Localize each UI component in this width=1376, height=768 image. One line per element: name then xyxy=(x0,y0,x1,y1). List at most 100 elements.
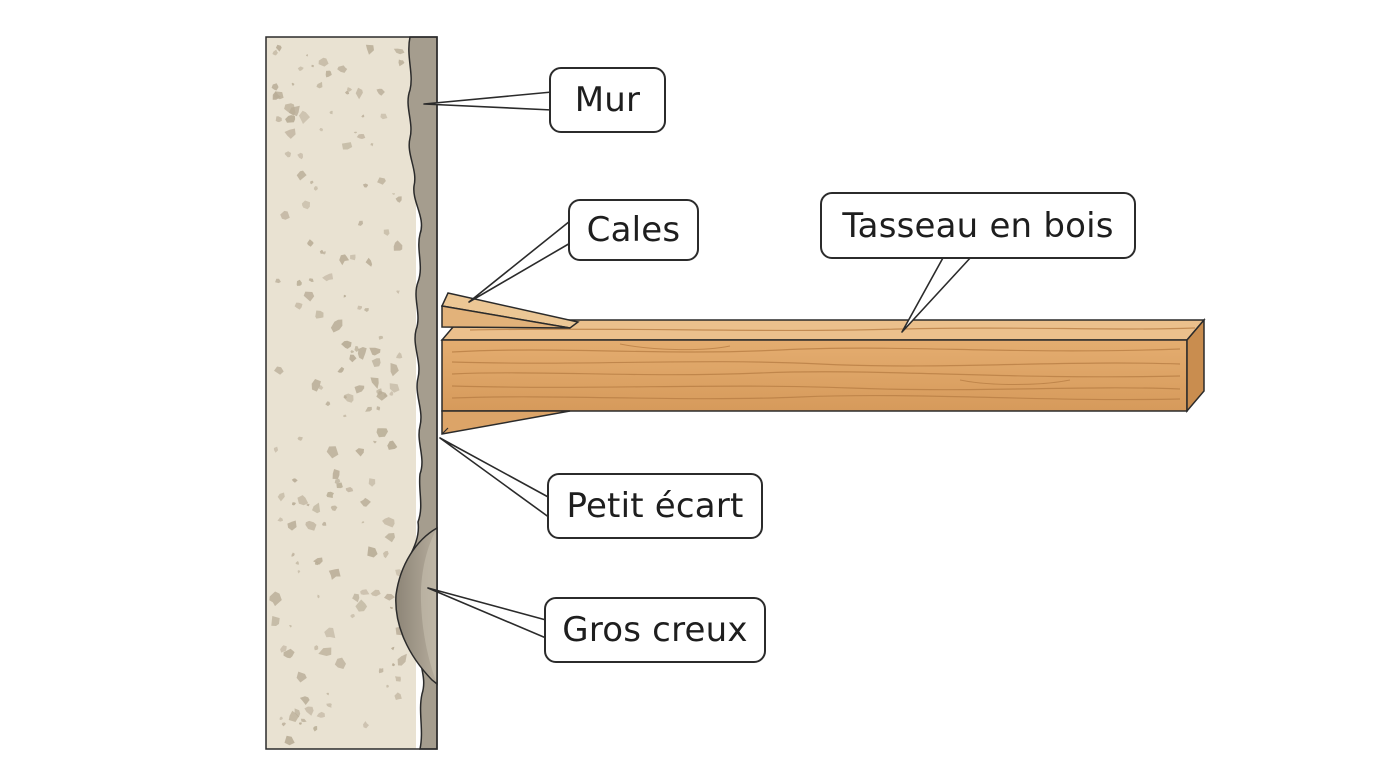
wall-speckle xyxy=(330,505,338,511)
wall-speckle xyxy=(343,395,347,399)
wall-speckle xyxy=(322,251,326,255)
wall-speckle xyxy=(354,385,365,394)
wall-speckle xyxy=(383,393,388,397)
wall-speckle xyxy=(284,128,296,139)
wall-speckle xyxy=(296,170,307,181)
wall-speckle xyxy=(389,391,394,396)
wall-speckle xyxy=(362,183,368,188)
wall-speckle xyxy=(376,406,381,411)
wall-speckle xyxy=(318,57,329,67)
upper-shim xyxy=(441,305,571,329)
wall-speckle xyxy=(346,87,353,92)
wall-speckle xyxy=(339,254,350,266)
wall-speckle xyxy=(356,134,366,139)
wall-speckle xyxy=(269,591,282,607)
wall-speckle xyxy=(284,735,295,746)
wall-speckle xyxy=(319,249,324,254)
wall-speckle xyxy=(324,627,336,639)
label-batten: Tasseau en bois xyxy=(820,192,1136,259)
wall-speckle xyxy=(364,308,369,312)
wall-speckle xyxy=(352,593,360,603)
wall-speckle xyxy=(319,128,323,132)
wall-speckle xyxy=(378,668,384,674)
wall-speckle xyxy=(311,379,321,392)
wall-speckle xyxy=(397,653,407,666)
wooden-batten xyxy=(440,317,1206,414)
wall-speckle xyxy=(341,340,352,349)
wall-speckle xyxy=(395,196,402,203)
label-shims: Cales xyxy=(568,199,699,261)
wall-speckle xyxy=(325,70,332,78)
wall-speckle xyxy=(393,240,403,251)
wall-speckle xyxy=(392,193,395,195)
wall-speckle xyxy=(275,278,281,284)
wall-speckle xyxy=(361,114,365,118)
wall-speckle xyxy=(273,446,279,453)
wall-speckle xyxy=(380,113,388,120)
wall-speckle xyxy=(287,520,297,531)
wall-speckle xyxy=(305,520,317,531)
wall-speckle xyxy=(277,492,285,502)
wall-speckle xyxy=(371,358,381,367)
pointer-wall xyxy=(423,91,553,111)
label-wall: Mur xyxy=(549,67,666,133)
wall-speckle xyxy=(275,116,282,123)
wall-speckle xyxy=(316,711,325,718)
pointer-small-gap xyxy=(439,437,551,519)
wall-speckle xyxy=(313,186,318,191)
wall-speckle xyxy=(357,347,367,360)
wall-speckle xyxy=(279,716,283,720)
wall-speckle xyxy=(391,663,396,667)
wall-speckle xyxy=(272,49,278,56)
wall-speckle xyxy=(315,310,324,319)
wall-speckle xyxy=(395,676,401,682)
wall-speckle xyxy=(271,83,279,91)
wall-speckle xyxy=(365,406,372,412)
wall-speckle xyxy=(291,552,295,557)
wall-speckle xyxy=(365,44,374,55)
wall-speckle xyxy=(354,346,360,352)
wall-speckle xyxy=(391,646,395,651)
wall-speckle xyxy=(322,521,327,526)
wall-speckle xyxy=(271,616,280,626)
wall-speckle xyxy=(363,721,369,729)
wall-speckle xyxy=(305,54,308,57)
wall-speckle xyxy=(383,229,390,236)
wall-speckle xyxy=(349,354,357,363)
wall-speckle xyxy=(389,383,400,393)
wall-speckle xyxy=(319,384,324,390)
wall-body xyxy=(266,37,416,749)
wall-speckle xyxy=(387,440,398,450)
wall-speckle xyxy=(398,59,405,67)
wall-speckle xyxy=(378,335,384,340)
wall-speckle xyxy=(368,478,376,487)
wall-speckle xyxy=(294,708,301,718)
wall-outline xyxy=(265,36,438,750)
batten-end-face xyxy=(1186,317,1205,414)
wall-speckle xyxy=(301,200,310,210)
wall-speckle xyxy=(357,305,362,310)
wall-speckle xyxy=(308,278,314,282)
wall-speckle xyxy=(383,550,389,559)
wall-speckle xyxy=(296,279,302,286)
wall-speckle xyxy=(274,91,284,100)
wall-speckle xyxy=(280,210,290,220)
wall-speckle xyxy=(326,703,332,708)
wall-speckle xyxy=(275,44,282,52)
wall-speckle xyxy=(317,594,320,599)
wall-speckle xyxy=(369,347,381,356)
wall-speckle xyxy=(274,366,284,375)
wall-speckle xyxy=(313,557,323,565)
wall-speckle xyxy=(370,589,381,597)
label-small-gap: Petit écart xyxy=(547,473,763,539)
wall-speckle xyxy=(361,521,365,524)
wall-speckle xyxy=(314,645,319,651)
wall-speckle xyxy=(310,180,314,185)
wall-speckle xyxy=(350,254,356,261)
wall-speckle xyxy=(353,131,357,134)
wall-speckle xyxy=(377,177,386,185)
wall-speckle xyxy=(345,487,354,493)
wall xyxy=(265,36,438,750)
wall-speckle xyxy=(334,478,341,485)
